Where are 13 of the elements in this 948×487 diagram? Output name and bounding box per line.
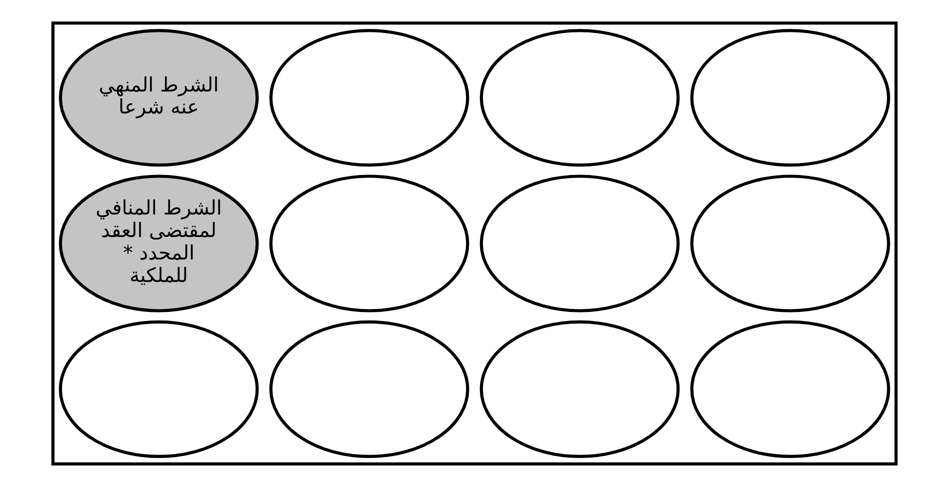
cluster	[50, 22, 898, 466]
node-ellipse	[479, 320, 680, 458]
node-ellipse	[268, 320, 469, 458]
node-ellipse	[268, 28, 469, 167]
node-ellipse: الشرط المنافي لمقتضى العقد * المحدد للملكية	[58, 174, 258, 312]
node-ellipse	[479, 28, 680, 167]
node-ellipse	[268, 174, 469, 312]
node-ellipse	[690, 320, 890, 458]
node-ellipse	[690, 28, 890, 167]
node-ellipse	[690, 174, 890, 312]
node-ellipse	[479, 174, 680, 312]
node-ellipse	[58, 320, 258, 458]
node-ellipse: الشرط المنهي عنه شرعا	[58, 28, 258, 167]
